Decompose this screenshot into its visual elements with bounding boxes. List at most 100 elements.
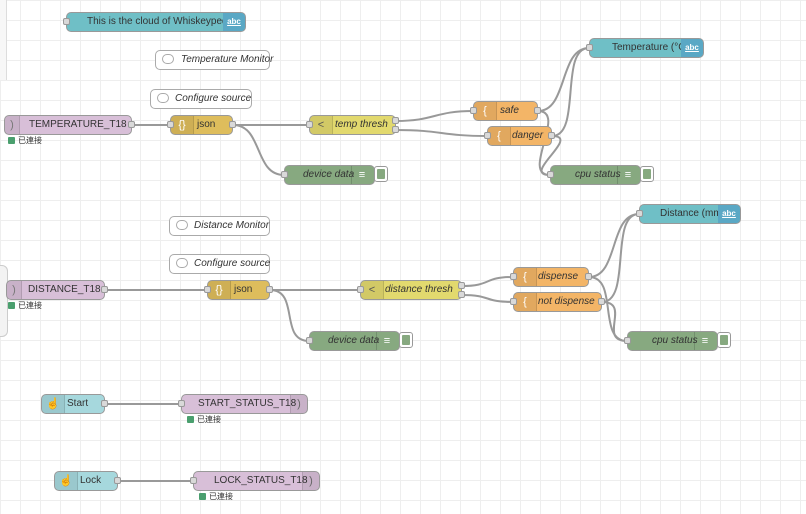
node-label: temp thresh: [335, 119, 388, 130]
function-brace-icon: {: [474, 102, 497, 120]
wire-4[interactable]: [395, 129, 488, 137]
wire-5[interactable]: [537, 47, 590, 112]
mqtt-status-lock: 已連接: [199, 491, 233, 502]
comment-configure-source-dist[interactable]: Configure source: [169, 254, 270, 274]
debug-lines-icon: ≡: [694, 332, 715, 350]
debug-toggle-button[interactable]: [374, 166, 388, 182]
input-port[interactable]: [281, 171, 288, 178]
wire-2[interactable]: [232, 124, 285, 176]
wifi-signal-icon: ): [290, 395, 307, 413]
wire-3[interactable]: [395, 110, 474, 122]
output-port-1[interactable]: [458, 282, 465, 289]
function-brace-icon: {: [488, 127, 511, 145]
input-port[interactable]: [167, 121, 174, 128]
node-label: START_STATUS_T18: [198, 398, 297, 409]
function-brace-icon: {: [514, 268, 537, 286]
input-port[interactable]: [306, 121, 313, 128]
comment-label: Configure source: [194, 258, 271, 269]
comment-configure-source-temp[interactable]: Configure source: [150, 89, 252, 109]
mqtt-in-temperature[interactable]: ) TEMPERATURE_T18: [4, 115, 135, 135]
input-port[interactable]: [636, 210, 643, 217]
mqtt-in-distance[interactable]: ) DISTANCE_T18: [6, 280, 108, 300]
status-text: 已連接: [18, 301, 42, 310]
node-label: TEMPERATURE_T18: [29, 119, 127, 130]
input-port[interactable]: [190, 477, 197, 484]
debug-toggle-button-off[interactable]: [640, 166, 654, 182]
output-port-1[interactable]: [392, 117, 399, 124]
output-port-2[interactable]: [392, 126, 399, 133]
input-port[interactable]: [624, 337, 631, 344]
mqtt-status-start: 已連接: [187, 414, 221, 425]
status-text: 已連接: [209, 492, 233, 501]
input-port[interactable]: [510, 298, 517, 305]
comment-distance-monitor[interactable]: Distance Monitor: [169, 216, 270, 236]
function-node-safe[interactable]: { safe: [470, 101, 541, 121]
status-text: 已連接: [18, 136, 42, 145]
input-port[interactable]: [357, 286, 364, 293]
json-node-distance[interactable]: {} json: [204, 280, 273, 300]
function-node-not-dispense[interactable]: { not dispense: [510, 292, 605, 312]
wire-13[interactable]: [461, 294, 514, 303]
comment-temperature-monitor[interactable]: Temperature Monitor: [155, 50, 274, 70]
comment-label: Temperature Monitor: [181, 54, 274, 65]
node-label: json: [234, 284, 253, 295]
json-braces-icon: {}: [171, 116, 194, 134]
json-node-temperature[interactable]: {} json: [167, 115, 236, 135]
inject-node-lock[interactable]: ☝ Lock: [54, 471, 121, 491]
output-port[interactable]: [534, 107, 541, 114]
inject-node-start[interactable]: ☝ Start: [41, 394, 108, 414]
ui-text-temperature[interactable]: Temperature (°C) abc: [586, 38, 704, 58]
input-port[interactable]: [470, 107, 477, 114]
debug-node-device-data-temp[interactable]: device data ≡: [281, 165, 375, 185]
debug-node-cpu-status-dist[interactable]: cpu status ≡: [624, 331, 718, 351]
output-port[interactable]: [229, 121, 236, 128]
switch-node-temp-thresh[interactable]: < temp thresh: [306, 115, 399, 135]
node-label: Distance (mm): [660, 208, 726, 219]
debug-toggle-button-off[interactable]: [717, 332, 731, 348]
abc-icon: abc: [223, 13, 245, 31]
input-port[interactable]: [204, 286, 211, 293]
output-port[interactable]: [101, 286, 108, 293]
function-node-danger[interactable]: { danger: [484, 126, 555, 146]
wire-11[interactable]: [269, 289, 310, 342]
input-port[interactable]: [547, 171, 554, 178]
switch-node-distance-thresh[interactable]: < distance thresh: [357, 280, 465, 300]
output-port[interactable]: [548, 132, 555, 139]
hand-pointer-icon: ☝: [42, 395, 65, 413]
input-port[interactable]: [63, 18, 70, 25]
switch-icon: <: [310, 116, 333, 134]
output-port[interactable]: [114, 477, 121, 484]
hand-pointer-icon: ☝: [55, 472, 78, 490]
status-text: 已連接: [197, 415, 221, 424]
input-port[interactable]: [510, 273, 517, 280]
banner-label: This is the cloud of Whiskeypedia!: [87, 16, 239, 27]
output-port[interactable]: [128, 121, 135, 128]
status-dot: [8, 137, 15, 144]
sidebar-toggle-tab[interactable]: [0, 265, 8, 337]
mqtt-out-lock-status[interactable]: LOCK_STATUS_T18 ): [190, 471, 320, 491]
input-port[interactable]: [178, 400, 185, 407]
debug-node-cpu-status-temp[interactable]: cpu status ≡: [547, 165, 641, 185]
ui-text-distance[interactable]: Distance (mm) abc: [636, 204, 741, 224]
mqtt-out-start-status[interactable]: START_STATUS_T18 ): [178, 394, 308, 414]
output-port[interactable]: [101, 400, 108, 407]
output-port[interactable]: [598, 298, 605, 305]
debug-lines-icon: ≡: [376, 332, 397, 350]
output-port[interactable]: [585, 273, 592, 280]
wire-17[interactable]: [601, 301, 628, 342]
debug-toggle-button[interactable]: [399, 332, 413, 348]
wire-16[interactable]: [601, 213, 640, 303]
input-port[interactable]: [484, 132, 491, 139]
output-port[interactable]: [266, 286, 273, 293]
debug-node-device-data-dist[interactable]: device data ≡: [306, 331, 400, 351]
banner-text-node[interactable]: This is the cloud of Whiskeypedia! abc: [63, 12, 246, 32]
function-node-dispense[interactable]: { dispense: [510, 267, 592, 287]
output-port-2[interactable]: [458, 291, 465, 298]
wire-14[interactable]: [588, 213, 640, 278]
debug-lines-icon: ≡: [617, 166, 638, 184]
wire-12[interactable]: [461, 276, 514, 287]
input-port[interactable]: [586, 44, 593, 51]
wifi-signal-icon: ): [5, 116, 20, 134]
wire-7[interactable]: [551, 47, 590, 137]
input-port[interactable]: [306, 337, 313, 344]
